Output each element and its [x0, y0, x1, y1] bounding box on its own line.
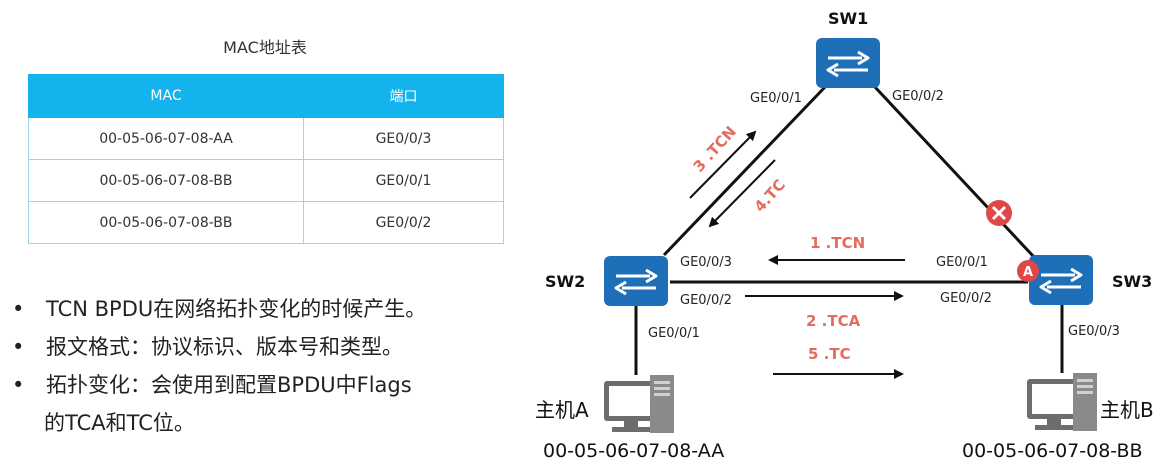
bullet-list: • TCN BPDU在网络拓扑变化的时候产生。 • 报文格式：协议标识、版本号和… — [10, 290, 520, 442]
link-sw1-sw2 — [662, 84, 828, 257]
cell-port: GE0/0/3 — [303, 117, 504, 160]
message-label: 4.TC — [751, 176, 789, 216]
link-sw1-sw3 — [872, 84, 1036, 259]
port-label: GE0/0/1 — [648, 326, 700, 341]
port-label: GE0/0/3 — [1068, 324, 1120, 339]
blocked-port-icon — [986, 200, 1012, 226]
bullet-text: 拓扑变化：会使用到配置BPDU中Flags — [46, 373, 412, 397]
host-label-b: 主机B — [1100, 398, 1154, 422]
switch-icon — [602, 254, 670, 308]
computer-icon — [1027, 373, 1097, 431]
table-row: 00-05-06-07-08-BB GE0/0/2 — [28, 201, 504, 244]
computer-icon — [604, 375, 674, 433]
port-label: GE0/0/3 — [680, 255, 732, 270]
bullet-dot: • — [12, 373, 25, 397]
host-label-a: 主机A — [535, 398, 589, 422]
cell-mac: 00-05-06-07-08-BB — [28, 159, 304, 202]
switch-icon — [814, 36, 882, 90]
bullet-text: TCN BPDU在网络拓扑变化的时候产生。 — [46, 297, 427, 321]
port-label: GE0/0/1 — [936, 255, 988, 270]
alternate-port-badge: A — [1017, 260, 1039, 282]
cell-port: GE0/0/2 — [303, 201, 504, 244]
list-item: • 拓扑变化：会使用到配置BPDU中Flags — [10, 366, 520, 404]
cell-mac: 00-05-06-07-08-BB — [28, 201, 304, 244]
switch-label-sw2: SW2 — [545, 272, 585, 291]
arrow-tc-to-sw2 — [708, 159, 776, 228]
message-label: 2 .TCA — [806, 312, 861, 330]
port-label: GE0/0/2 — [680, 293, 732, 308]
bullet-dot: • — [12, 335, 25, 359]
bullet-dot: • — [12, 297, 25, 321]
cell-mac: 00-05-06-07-08-AA — [28, 117, 304, 160]
list-item: • TCN BPDU在网络拓扑变化的时候产生。 — [10, 290, 520, 328]
bullet-text: 报文格式：协议标识、版本号和类型。 — [46, 335, 403, 359]
switch-icon — [1027, 253, 1095, 307]
list-item-continuation: 的TCA和TC位。 — [10, 404, 520, 442]
table-title: MAC地址表 — [223, 38, 307, 57]
switch-label-sw3: SW3 — [1112, 272, 1152, 291]
mac-address-table: MAC 端口 00-05-06-07-08-AA GE0/0/3 00-05-0… — [28, 74, 504, 244]
arrow-tcn-to-sw1 — [689, 130, 757, 199]
badge-text: A — [1023, 265, 1033, 280]
table-row: 00-05-06-07-08-AA GE0/0/3 — [28, 117, 504, 160]
host-mac-b: 00-05-06-07-08-BB — [962, 440, 1143, 462]
list-item: • 报文格式：协议标识、版本号和类型。 — [10, 328, 520, 366]
port-label: GE0/0/2 — [940, 291, 992, 306]
table-header-row: MAC 端口 — [28, 74, 504, 118]
bullet-text: 的TCA和TC位。 — [44, 411, 195, 435]
port-label: GE0/0/2 — [892, 89, 944, 104]
message-label: 3 .TCN — [690, 123, 740, 176]
message-label: 1 .TCN — [810, 234, 865, 252]
host-mac-a: 00-05-06-07-08-AA — [543, 440, 724, 462]
port-label: GE0/0/1 — [750, 91, 802, 106]
switch-label-sw1: SW1 — [828, 9, 868, 28]
column-header-port: 端口 — [303, 74, 504, 118]
message-label: 5 .TC — [808, 345, 851, 363]
